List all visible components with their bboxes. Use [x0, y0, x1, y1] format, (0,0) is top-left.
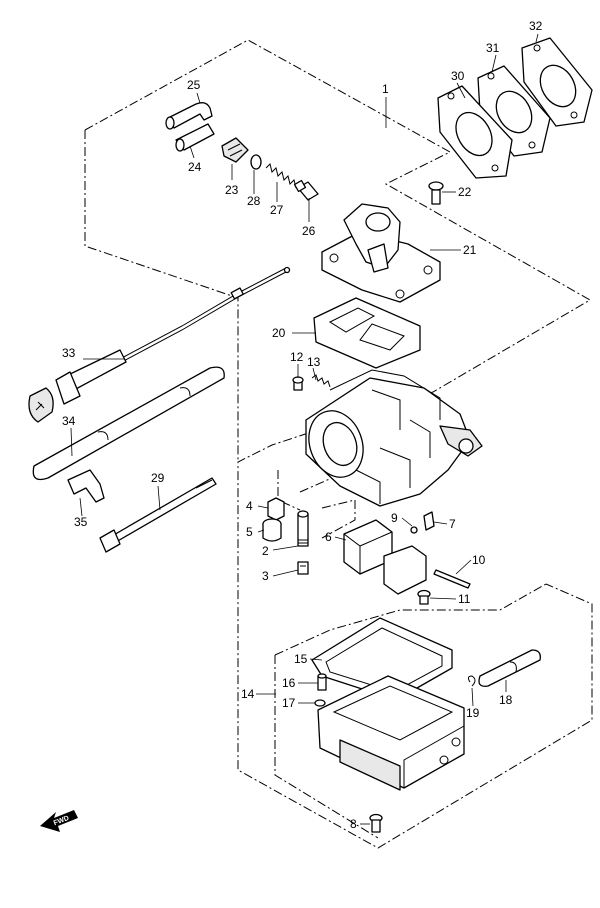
tube-34 [32, 366, 225, 481]
screw-22 [428, 181, 444, 205]
callout-31: 31 [486, 41, 500, 55]
bowl-group-bracket [274, 583, 547, 839]
callout-13: 13 [307, 355, 321, 369]
callout-33: 33 [62, 346, 76, 360]
gasket-20 [313, 297, 421, 369]
cover-21 [321, 203, 441, 303]
jet-12 [292, 376, 304, 391]
washer-17 [314, 699, 326, 707]
callout-15: 15 [294, 652, 308, 666]
hose-18 [478, 649, 541, 687]
hose-25 [165, 102, 213, 130]
needle-valve-7 [423, 511, 435, 531]
gasket-31 [477, 65, 551, 157]
callout-32: 32 [529, 19, 543, 33]
callout-22: 22 [458, 185, 472, 199]
pilot-screw-26 [293, 179, 319, 201]
screw-11 [417, 589, 431, 605]
callout-9: 9 [391, 511, 398, 525]
callout-labels: 1 2 3 4 5 6 7 8 9 10 11 12 13 14 15 16 1… [62, 19, 543, 831]
callout-27: 27 [270, 203, 284, 217]
callout-1: 1 [382, 82, 389, 96]
callout-24: 24 [188, 160, 202, 174]
callout-14: 14 [241, 687, 255, 701]
gasket-15-inner [325, 627, 443, 693]
callout-4: 4 [246, 499, 253, 513]
rod-29 [99, 477, 217, 553]
spring-27 [265, 163, 297, 189]
callout-30: 30 [451, 69, 465, 83]
callout-28: 28 [247, 194, 261, 208]
callout-18: 18 [499, 693, 513, 707]
callout-7: 7 [449, 517, 456, 531]
callout-35: 35 [74, 515, 88, 529]
callout-34: 34 [62, 414, 76, 428]
spring-13 [311, 374, 331, 388]
pin-10 [433, 569, 471, 589]
clip-19 [467, 675, 476, 687]
callout-21: 21 [463, 243, 477, 257]
fwd-arrow-icon: FWD [40, 810, 78, 832]
callout-23: 23 [225, 183, 239, 197]
screw-8 [369, 813, 383, 833]
callout-6: 6 [325, 530, 332, 544]
fitting-23 [221, 137, 249, 163]
main-nozzle-2 [297, 510, 309, 547]
callout-26: 26 [302, 224, 316, 238]
o-ring-28 [250, 154, 262, 170]
float-6 [343, 519, 427, 595]
choke-cable-33 [28, 266, 291, 423]
assembly-boundary-outline [84, 39, 593, 849]
leader-lines [70, 33, 539, 825]
callout-2: 2 [262, 544, 269, 558]
callout-29: 29 [151, 471, 165, 485]
clip-9 [410, 526, 418, 534]
clip-35 [67, 469, 105, 503]
callout-11: 11 [458, 592, 471, 606]
callout-20: 20 [272, 326, 286, 340]
float-bowl [317, 675, 465, 791]
callout-16: 16 [282, 676, 296, 690]
drain-screw-16 [317, 673, 327, 691]
callout-17: 17 [282, 696, 296, 710]
callout-8: 8 [350, 817, 357, 831]
cap-4 [267, 497, 285, 521]
gasket-32 [521, 37, 593, 127]
callout-5: 5 [246, 525, 253, 539]
callout-12: 12 [290, 350, 304, 364]
callout-3: 3 [262, 569, 269, 583]
callout-19: 19 [466, 706, 480, 720]
callout-10: 10 [472, 553, 486, 567]
gasket-30 [437, 85, 513, 179]
callout-25: 25 [187, 78, 201, 92]
bushing-5 [262, 518, 282, 542]
main-jet-3 [297, 561, 309, 575]
fwd-label: FWD [53, 815, 70, 827]
carburetor-body [305, 369, 483, 507]
hose-24 [175, 123, 215, 152]
